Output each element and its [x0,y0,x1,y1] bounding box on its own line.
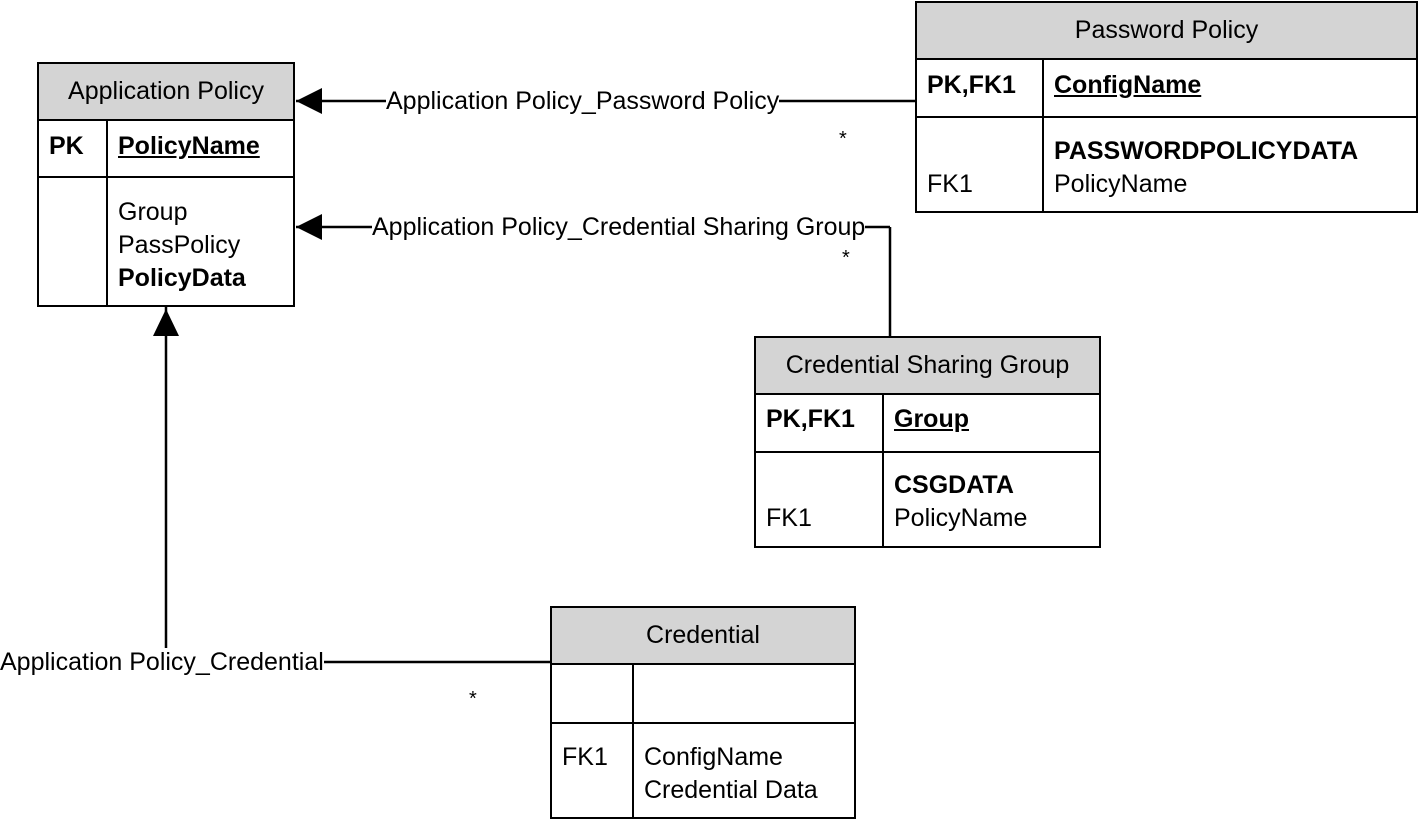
credential-arrowhead [153,309,179,336]
entity-title: Application Policy [39,64,293,121]
field: PassPolicy [118,231,241,259]
entity-credential-sharing-group[interactable]: Credential Sharing Group PK,FK1 Group CS… [754,336,1101,548]
csg-arrowhead [296,214,322,240]
csg-relationship-label: Application Policy_Credential Sharing Gr… [372,213,866,241]
field: PolicyName [894,504,1028,532]
field: PolicyName [1054,170,1188,198]
field: ConfigName [644,743,783,771]
entity-divider [917,116,1416,118]
primary-key-field: PolicyName [118,132,260,160]
credential-relationship-label: Application Policy_Credential [0,648,324,676]
key-label: PK [49,132,84,160]
entity-column-divider [106,119,108,305]
entity-column-divider [1042,58,1044,211]
password-policy-relationship-label: Application Policy_Password Policy [386,87,780,115]
field: PolicyData [118,264,246,292]
entity-divider [39,176,293,178]
fk-label: FK1 [927,170,973,198]
entity-password-policy[interactable]: Password Policy PK,FK1 ConfigName PASSWO… [915,1,1418,213]
field: PASSWORDPOLICYDATA [1054,137,1359,165]
key-label: PK,FK1 [927,71,1016,99]
entity-credential[interactable]: Credential FK1 ConfigName Credential Dat… [550,606,856,819]
password-policy-arrowhead [296,88,322,114]
field: Credential Data [644,776,818,804]
fk-label: FK1 [562,743,608,771]
entity-title: Password Policy [917,3,1416,60]
primary-key-field: ConfigName [1054,71,1202,99]
primary-key-field: Group [894,405,969,433]
credential-multiplicity: * [469,688,477,710]
entity-divider [756,451,1099,453]
entity-application-policy[interactable]: Application Policy PK PolicyName Group P… [37,62,295,307]
key-label: PK,FK1 [766,405,855,433]
entity-column-divider [632,663,634,817]
field: Group [118,198,188,226]
csg-multiplicity: * [842,247,850,269]
fk-label: FK1 [766,504,812,532]
password-policy-multiplicity: * [839,128,847,150]
entity-title: Credential Sharing Group [756,338,1099,395]
entity-title: Credential [552,608,854,665]
field: CSGDATA [894,471,1014,499]
entity-divider [552,722,854,724]
entity-column-divider [882,393,884,546]
